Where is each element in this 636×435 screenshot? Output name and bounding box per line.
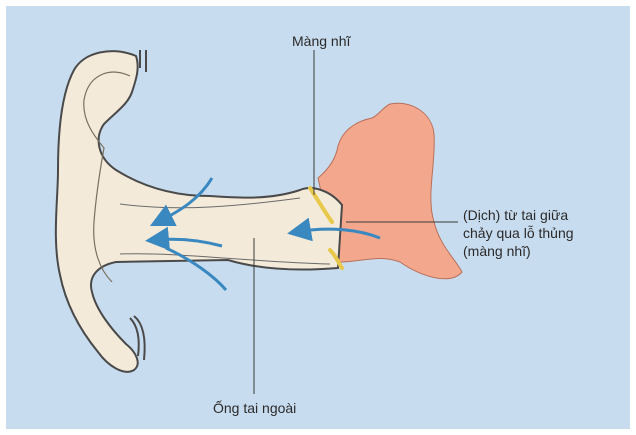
ear-canal-label: Ống tai ngoài	[213, 399, 296, 417]
fluid-label: (Dịch) từ tai giữa chảy qua lỗ thủng (mà…	[463, 206, 574, 260]
outer-ear-shape	[56, 51, 342, 372]
top-strand	[140, 50, 146, 72]
fluid-label-line2: chảy qua lỗ thủng	[463, 224, 574, 242]
eardrum-label: Màng nhĩ	[292, 32, 350, 50]
fluid-label-line1: (Dịch) từ tai giữa	[463, 206, 574, 224]
fluid-label-line3: (màng nhĩ)	[463, 242, 574, 260]
